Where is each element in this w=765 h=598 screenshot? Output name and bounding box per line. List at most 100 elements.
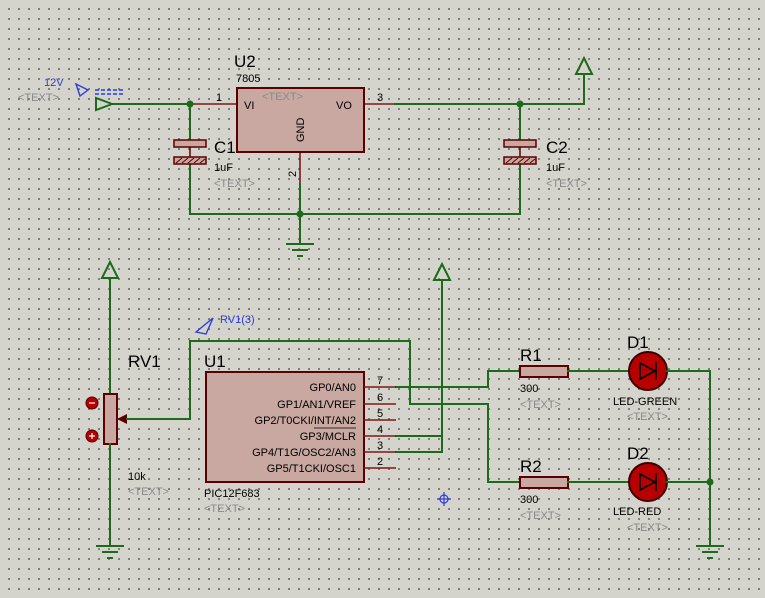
capacitor-c1[interactable]: C1 1uF <TEXT> [173,138,255,190]
potentiometer-body [103,393,118,445]
pin-2-number: 2 [287,171,299,177]
d2-text-placeholder: <TEXT> [627,522,668,534]
input-voltage-probe[interactable]: 12V <TEXT> [18,77,125,104]
diode-triangle-icon [639,361,657,381]
resistor-r1[interactable]: R1 300 <TEXT> [519,346,630,411]
probe-label: RV1(3) [220,314,255,326]
c2-value: 1uF [546,162,565,174]
led-d1[interactable]: D1 LED-GREEN <TEXT> [613,333,711,423]
junction-dot [186,100,194,108]
diode-triangle-icon [639,472,657,492]
d1-value: LED-GREEN [613,396,677,408]
voltage-probe-icon [194,317,214,335]
d2-value: LED-RED [613,506,661,518]
pin-gp3-label: GP3/MCLR [300,431,356,443]
pin-number: 6 [377,392,383,404]
pin-gp5-label: GP5/T1CKI/OSC1 [267,463,356,475]
input-voltage-label: 12V [44,77,64,89]
input-terminal-12v[interactable] [95,96,191,112]
r1-text-placeholder: <TEXT> [520,399,561,411]
r2-ref: R2 [520,457,542,476]
regulator-wiring [186,73,585,245]
wires-u1 [189,279,521,483]
resistor-r2[interactable]: R2 300 <TEXT> [519,457,630,522]
hatch [193,157,201,164]
regulator-value: 7805 [236,73,260,85]
power-arrow-icon [432,261,452,281]
hatch [511,157,519,164]
pin-vo-label: VO [336,100,352,112]
input-text-placeholder: <TEXT> [18,92,59,104]
pin-number: 5 [377,408,383,420]
voltage-probe-icon [74,82,90,98]
u1-ref: U1 [204,352,226,371]
capacitor-plate-icon [503,139,537,148]
voltage-probe-rv1[interactable]: RV1(3) [194,314,255,335]
hatch [181,157,189,164]
r2-text-placeholder: <TEXT> [520,510,561,522]
potentiometer-rv1[interactable]: RV1 10k <TEXT> [85,259,191,559]
regulator-u2[interactable]: U2 7805 <TEXT> VI VO GND 1 3 2 [190,52,395,184]
pin-3-number: 3 [377,92,383,104]
capacitor-plate-icon [173,139,207,148]
wiper-arrow-icon [117,414,127,424]
pin-number: 2 [377,456,383,468]
rv1-ref: RV1 [128,352,161,371]
power-arrow-icon [100,259,120,279]
hatch [199,158,206,164]
input-terminal-arrow-icon [95,96,115,112]
regulator-ref: U2 [234,52,256,71]
pin-gp2-label: GP2/T0CKI/INT/AN2 [255,415,356,427]
hatch [517,157,525,164]
pin-number: 4 [377,424,383,436]
power-terminal-top[interactable] [574,55,594,75]
regulator-text-placeholder: <TEXT> [262,91,303,103]
crosshair-cursor-icon [437,492,451,506]
c2-ref: C2 [546,138,568,157]
d1-ref: D1 [627,333,649,352]
junction-dot [516,100,524,108]
pin-gp0-label: GP0/AN0 [310,382,356,394]
r1-ref: R1 [520,346,542,365]
hatch [175,157,183,164]
hatch [187,157,195,164]
pin-1-number: 1 [216,92,222,104]
pin-gp1-label: GP1/AN1/VREF [277,399,356,411]
junction-dot [296,210,304,218]
led-body-icon [628,351,668,391]
resistor-body [519,365,569,378]
junction-dot [706,478,714,486]
hatch [523,157,531,164]
d2-ref: D2 [627,444,649,463]
pin-gnd-label: GND [295,118,307,143]
ground-regulator[interactable] [286,243,314,257]
r1-value: 300 [520,383,538,395]
power-terminal-u1[interactable] [432,261,452,281]
led-d2[interactable]: D2 LED-RED <TEXT> [613,444,711,534]
hatch [505,157,513,164]
microcontroller-u1[interactable]: U1 PIC12F683 <TEXT> GP0/AN0 GP1/AN1/VREF… [204,352,396,515]
d1-text-placeholder: <TEXT> [627,411,668,423]
pin-number: 3 [377,440,383,452]
u1-value: PIC12F683 [204,488,260,500]
led-ground-rail [696,370,724,559]
u1-text-placeholder: <TEXT> [204,503,245,515]
hatch [529,158,536,164]
pin-vi-label: VI [244,100,254,112]
power-arrow-icon [574,55,594,75]
capacitor-c2[interactable]: C2 1uF <TEXT> [503,138,587,190]
regulator-section: 12V <TEXT> U2 7805 <TEXT> VI VO GND 1 3 … [18,52,594,257]
c1-value: 1uF [214,162,233,174]
c1-ref: C1 [214,138,236,157]
r2-value: 300 [520,494,538,506]
pin-gp4-label: GP4/T1G/OSC2/AN3 [252,447,356,459]
regulator-body [236,87,365,153]
c1-text-placeholder: <TEXT> [214,178,255,190]
rv1-value: 10k [128,471,146,483]
led-body-icon [628,462,668,502]
resistor-body [519,476,569,489]
rv1-text-placeholder: <TEXT> [128,486,169,498]
c2-text-placeholder: <TEXT> [546,178,587,190]
pin-number: 7 [377,375,383,387]
